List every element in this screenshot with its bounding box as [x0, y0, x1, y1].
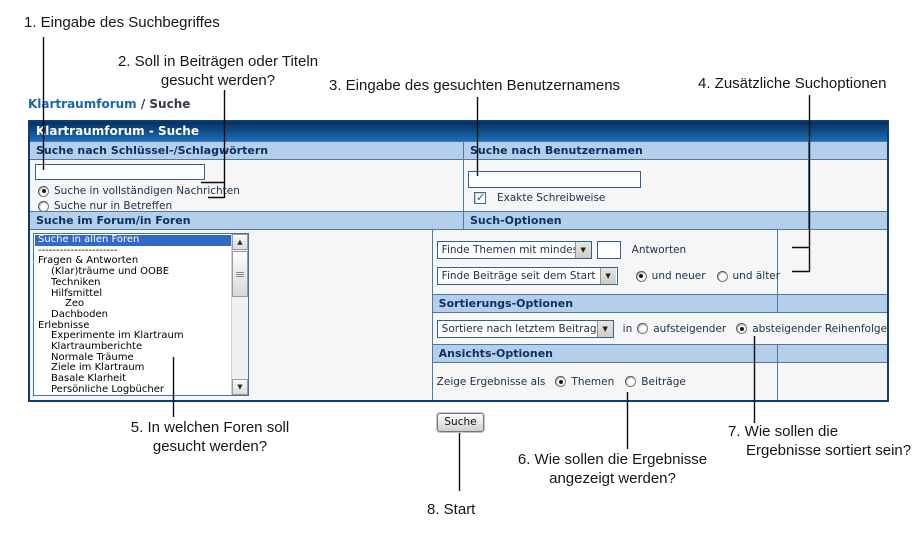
- replies-label: Antworten: [631, 244, 687, 256]
- replies-count-input[interactable]: [596, 241, 621, 259]
- radio-search-full-messages-label: Suche in vollständigen Nachrichten: [54, 185, 240, 197]
- radio-ascending[interactable]: [637, 323, 649, 334]
- username-search-input[interactable]: [468, 171, 641, 188]
- table-title-bar: Klartraumforum - Suche: [30, 122, 887, 141]
- header-side-cell: [808, 212, 887, 229]
- sort-by-select-value: Sortiere nach letztem Beitragsdatum: [441, 322, 597, 335]
- dropdown-arrow-icon: ▼: [574, 242, 591, 258]
- section-header-forums: Suche im Forum/in Foren: [30, 212, 463, 229]
- header-side-cell: [776, 295, 887, 312]
- radio-results-topics[interactable]: [555, 376, 567, 387]
- breadcrumb: Klartraumforum / Suche: [28, 97, 190, 111]
- header-side-cell: [808, 142, 887, 159]
- keyword-search-input[interactable]: [35, 164, 205, 180]
- sort-in-label: in: [622, 322, 633, 335]
- section-header-username: Suche nach Benutzernamen: [470, 144, 643, 157]
- list-item[interactable]: Dachboden: [51, 308, 108, 320]
- scroll-down-icon[interactable]: ▼: [232, 379, 248, 395]
- post-age-select[interactable]: Finde Beiträge seit dem Start ▼: [436, 267, 618, 285]
- radio-and-older[interactable]: [716, 270, 728, 282]
- list-item[interactable]: ----------------------: [38, 244, 118, 256]
- section-header-sort-options: Sortierungs-Optionen: [438, 297, 574, 310]
- forum-listbox[interactable]: Suche in allen Foren--------------------…: [33, 233, 249, 396]
- list-item[interactable]: Fragen & Antworten: [38, 255, 139, 267]
- radio-descending[interactable]: [736, 323, 748, 334]
- content-side-cell: [776, 363, 887, 400]
- sort-by-select[interactable]: Sortiere nach letztem Beitragsdatum ▼: [436, 319, 614, 338]
- radio-search-titles-only[interactable]: [38, 200, 49, 212]
- search-form-table: Klartraumforum - Suche Suche nach Schlüs…: [28, 120, 889, 402]
- list-item[interactable]: Experimente im Klartraum: [51, 330, 184, 342]
- radio-ascending-label: aufsteigender: [653, 322, 727, 335]
- forum-listbox-items: Suche in allen Foren--------------------…: [35, 235, 231, 394]
- list-item[interactable]: Suche in allen Foren: [35, 235, 231, 246]
- list-item[interactable]: Persönliche Logbücher: [51, 383, 164, 394]
- min-replies-select-value: Finde Themen mit mindestens: [441, 244, 575, 256]
- radio-results-posts[interactable]: [625, 376, 637, 387]
- radio-descending-label: absteigender Reihenfolge: [752, 322, 887, 335]
- annotation-4: 4. Zusätzliche Suchoptionen: [698, 75, 887, 92]
- list-item[interactable]: (Klar)träume und OOBE: [51, 266, 170, 278]
- radio-results-topics-label: Themen: [571, 375, 615, 388]
- sort-options-row: Sortiere nach letztem Beitragsdatum ▼ in…: [432, 312, 887, 344]
- thumb-grip-icon: [236, 271, 244, 277]
- annotation-8: 8. Start: [427, 501, 476, 518]
- dropdown-arrow-icon: ▼: [596, 320, 613, 337]
- annotation-3: 3. Eingabe des gesuchten Benutzernamens: [329, 77, 621, 94]
- min-replies-select[interactable]: Finde Themen mit mindestens ▼: [436, 241, 592, 259]
- radio-and-newer-label: und neuer: [651, 270, 706, 282]
- radio-and-older-label: und älter: [732, 270, 781, 282]
- listbox-scrollbar[interactable]: ▲ ▼: [231, 234, 248, 395]
- scrollbar-thumb[interactable]: [232, 251, 248, 297]
- breadcrumb-separator: /: [140, 97, 150, 111]
- list-item[interactable]: Klartraumberichte: [51, 341, 143, 353]
- search-button[interactable]: Suche: [437, 413, 484, 432]
- radio-and-newer[interactable]: [635, 270, 647, 282]
- scroll-up-icon[interactable]: ▲: [232, 234, 248, 250]
- list-item[interactable]: Techniken: [51, 276, 101, 288]
- exact-match-label: Exakte Schreibweise: [497, 192, 606, 204]
- radio-results-posts-label: Beiträge: [641, 375, 686, 388]
- content-side-cell: [808, 160, 887, 211]
- section-header-keywords: Suche nach Schlüssel-/Schlagwörtern: [30, 142, 463, 159]
- list-item[interactable]: Zeo: [65, 298, 85, 310]
- dropdown-arrow-icon: ▼: [599, 268, 616, 284]
- content-side-cell: [776, 230, 887, 294]
- post-age-select-value: Finde Beiträge seit dem Start: [441, 270, 596, 282]
- annotation-1: 1. Eingabe des Suchbegriffes: [24, 14, 220, 31]
- exact-match-checkbox[interactable]: [474, 191, 486, 204]
- list-item[interactable]: Basale Klarheit: [51, 373, 127, 385]
- show-results-as-label: Zeige Ergebnisse als: [436, 375, 546, 388]
- radio-search-full-messages[interactable]: [38, 185, 49, 197]
- list-item[interactable]: Normale Träume: [51, 351, 134, 363]
- header-side-cell: [776, 345, 887, 362]
- list-item[interactable]: Ziele im Klartraum: [51, 362, 145, 374]
- list-item[interactable]: Hilfsmittel: [51, 287, 103, 299]
- breadcrumb-page: Suche: [149, 97, 191, 111]
- list-item[interactable]: Erlebnisse: [38, 319, 90, 331]
- section-header-view-options: Ansichts-Optionen: [438, 347, 553, 360]
- breadcrumb-forum-link[interactable]: Klartraumforum: [28, 97, 137, 111]
- section-header-search-options: Such-Optionen: [470, 214, 562, 227]
- radio-search-titles-only-label: Suche nur in Betreffen: [54, 200, 173, 212]
